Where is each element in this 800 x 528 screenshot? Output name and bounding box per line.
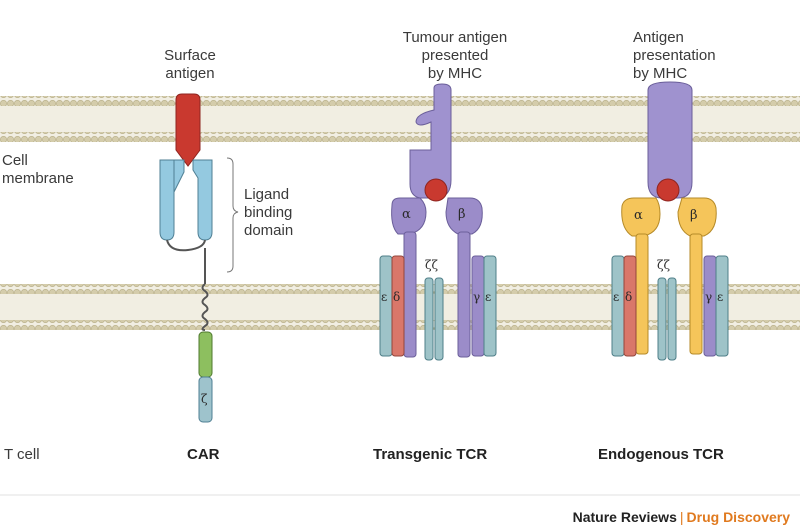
car-receptor: [159, 93, 213, 423]
tcr-beta-endogenous: [677, 197, 717, 237]
epsilon-endogenous-left: ε: [613, 290, 620, 304]
surface-antigen-shape: [175, 93, 201, 167]
cell-membrane-label: Cell membrane: [2, 152, 74, 187]
epsilon-transgenic-left: ε: [381, 290, 388, 304]
car-transmembrane-spring: [201, 283, 209, 331]
epsilon-transgenic-right: ε: [485, 290, 492, 304]
peptide-endogenous: [656, 178, 680, 202]
alpha-transgenic: α: [402, 207, 411, 222]
car-right-domain: [192, 159, 213, 241]
tumour-antigen-label: Tumour antigen presented by MHC: [402, 29, 508, 82]
car-label: CAR: [187, 446, 220, 463]
beta-endogenous: β: [690, 208, 698, 223]
tcr-alpha-endogenous: [621, 197, 661, 237]
gamma-transgenic: γ: [473, 290, 481, 304]
antigen-presentation-label: Antigen presentation by MHC: [633, 29, 716, 82]
journal-name: Nature Reviews: [572, 509, 677, 525]
gamma-endogenous: γ: [705, 290, 713, 304]
transgenic-tcr: [379, 83, 497, 361]
cd3-gamma-endo: [703, 255, 717, 357]
tcr-beta-transgenic: [445, 197, 483, 235]
mhc-endogenous: [647, 81, 693, 199]
t-cell-label: T cell: [4, 446, 40, 463]
surface-antigen-label: Surface antigen: [164, 47, 216, 82]
endogenous-tcr: [611, 81, 729, 361]
endogenous-tcr-label: Endogenous TCR: [598, 446, 724, 463]
beta-transgenic: β: [458, 207, 466, 222]
cd3-epsilon-left: [379, 255, 393, 357]
peptide-transgenic: [424, 178, 448, 202]
zeta-pair-transgenic: ζζ: [425, 258, 439, 272]
ligand-binding-bracket: [226, 157, 239, 273]
alpha-endogenous: α: [634, 208, 643, 223]
zeta-chain-2-endo: [667, 277, 677, 361]
journal-section: Drug Discovery: [686, 509, 790, 525]
journal-separator: |: [679, 509, 684, 525]
zeta-chain-1: [424, 277, 434, 361]
car-zeta-domain: [198, 376, 213, 423]
journal-footer: Nature Reviews|Drug Discovery: [573, 509, 790, 525]
transgenic-tcr-label: Transgenic TCR: [373, 446, 488, 463]
delta-endogenous: δ: [625, 290, 633, 304]
cd3-epsilon-right: [483, 255, 497, 357]
cd3-delta: [391, 255, 405, 357]
ligand-binding-label: Ligand binding domain: [244, 186, 294, 239]
tcr-alpha-transgenic: [391, 197, 427, 235]
car-left-domain-upper: [173, 159, 185, 193]
car-costim-domain: [198, 331, 213, 378]
cd3-epsilon-left-endo: [611, 255, 625, 357]
cd3-delta-endo: [623, 255, 637, 357]
zeta-chain-2: [434, 277, 444, 361]
delta-transgenic: δ: [393, 290, 401, 304]
cd3-epsilon-right-endo: [715, 255, 729, 357]
zeta-car: ζ: [201, 392, 208, 406]
zeta-pair-endogenous: ζζ: [657, 258, 671, 272]
epsilon-endogenous-right: ε: [717, 290, 724, 304]
zeta-chain-1-endo: [657, 277, 667, 361]
car-left-domain: [159, 159, 175, 241]
cd3-gamma: [471, 255, 485, 357]
car-linker: [166, 239, 206, 252]
